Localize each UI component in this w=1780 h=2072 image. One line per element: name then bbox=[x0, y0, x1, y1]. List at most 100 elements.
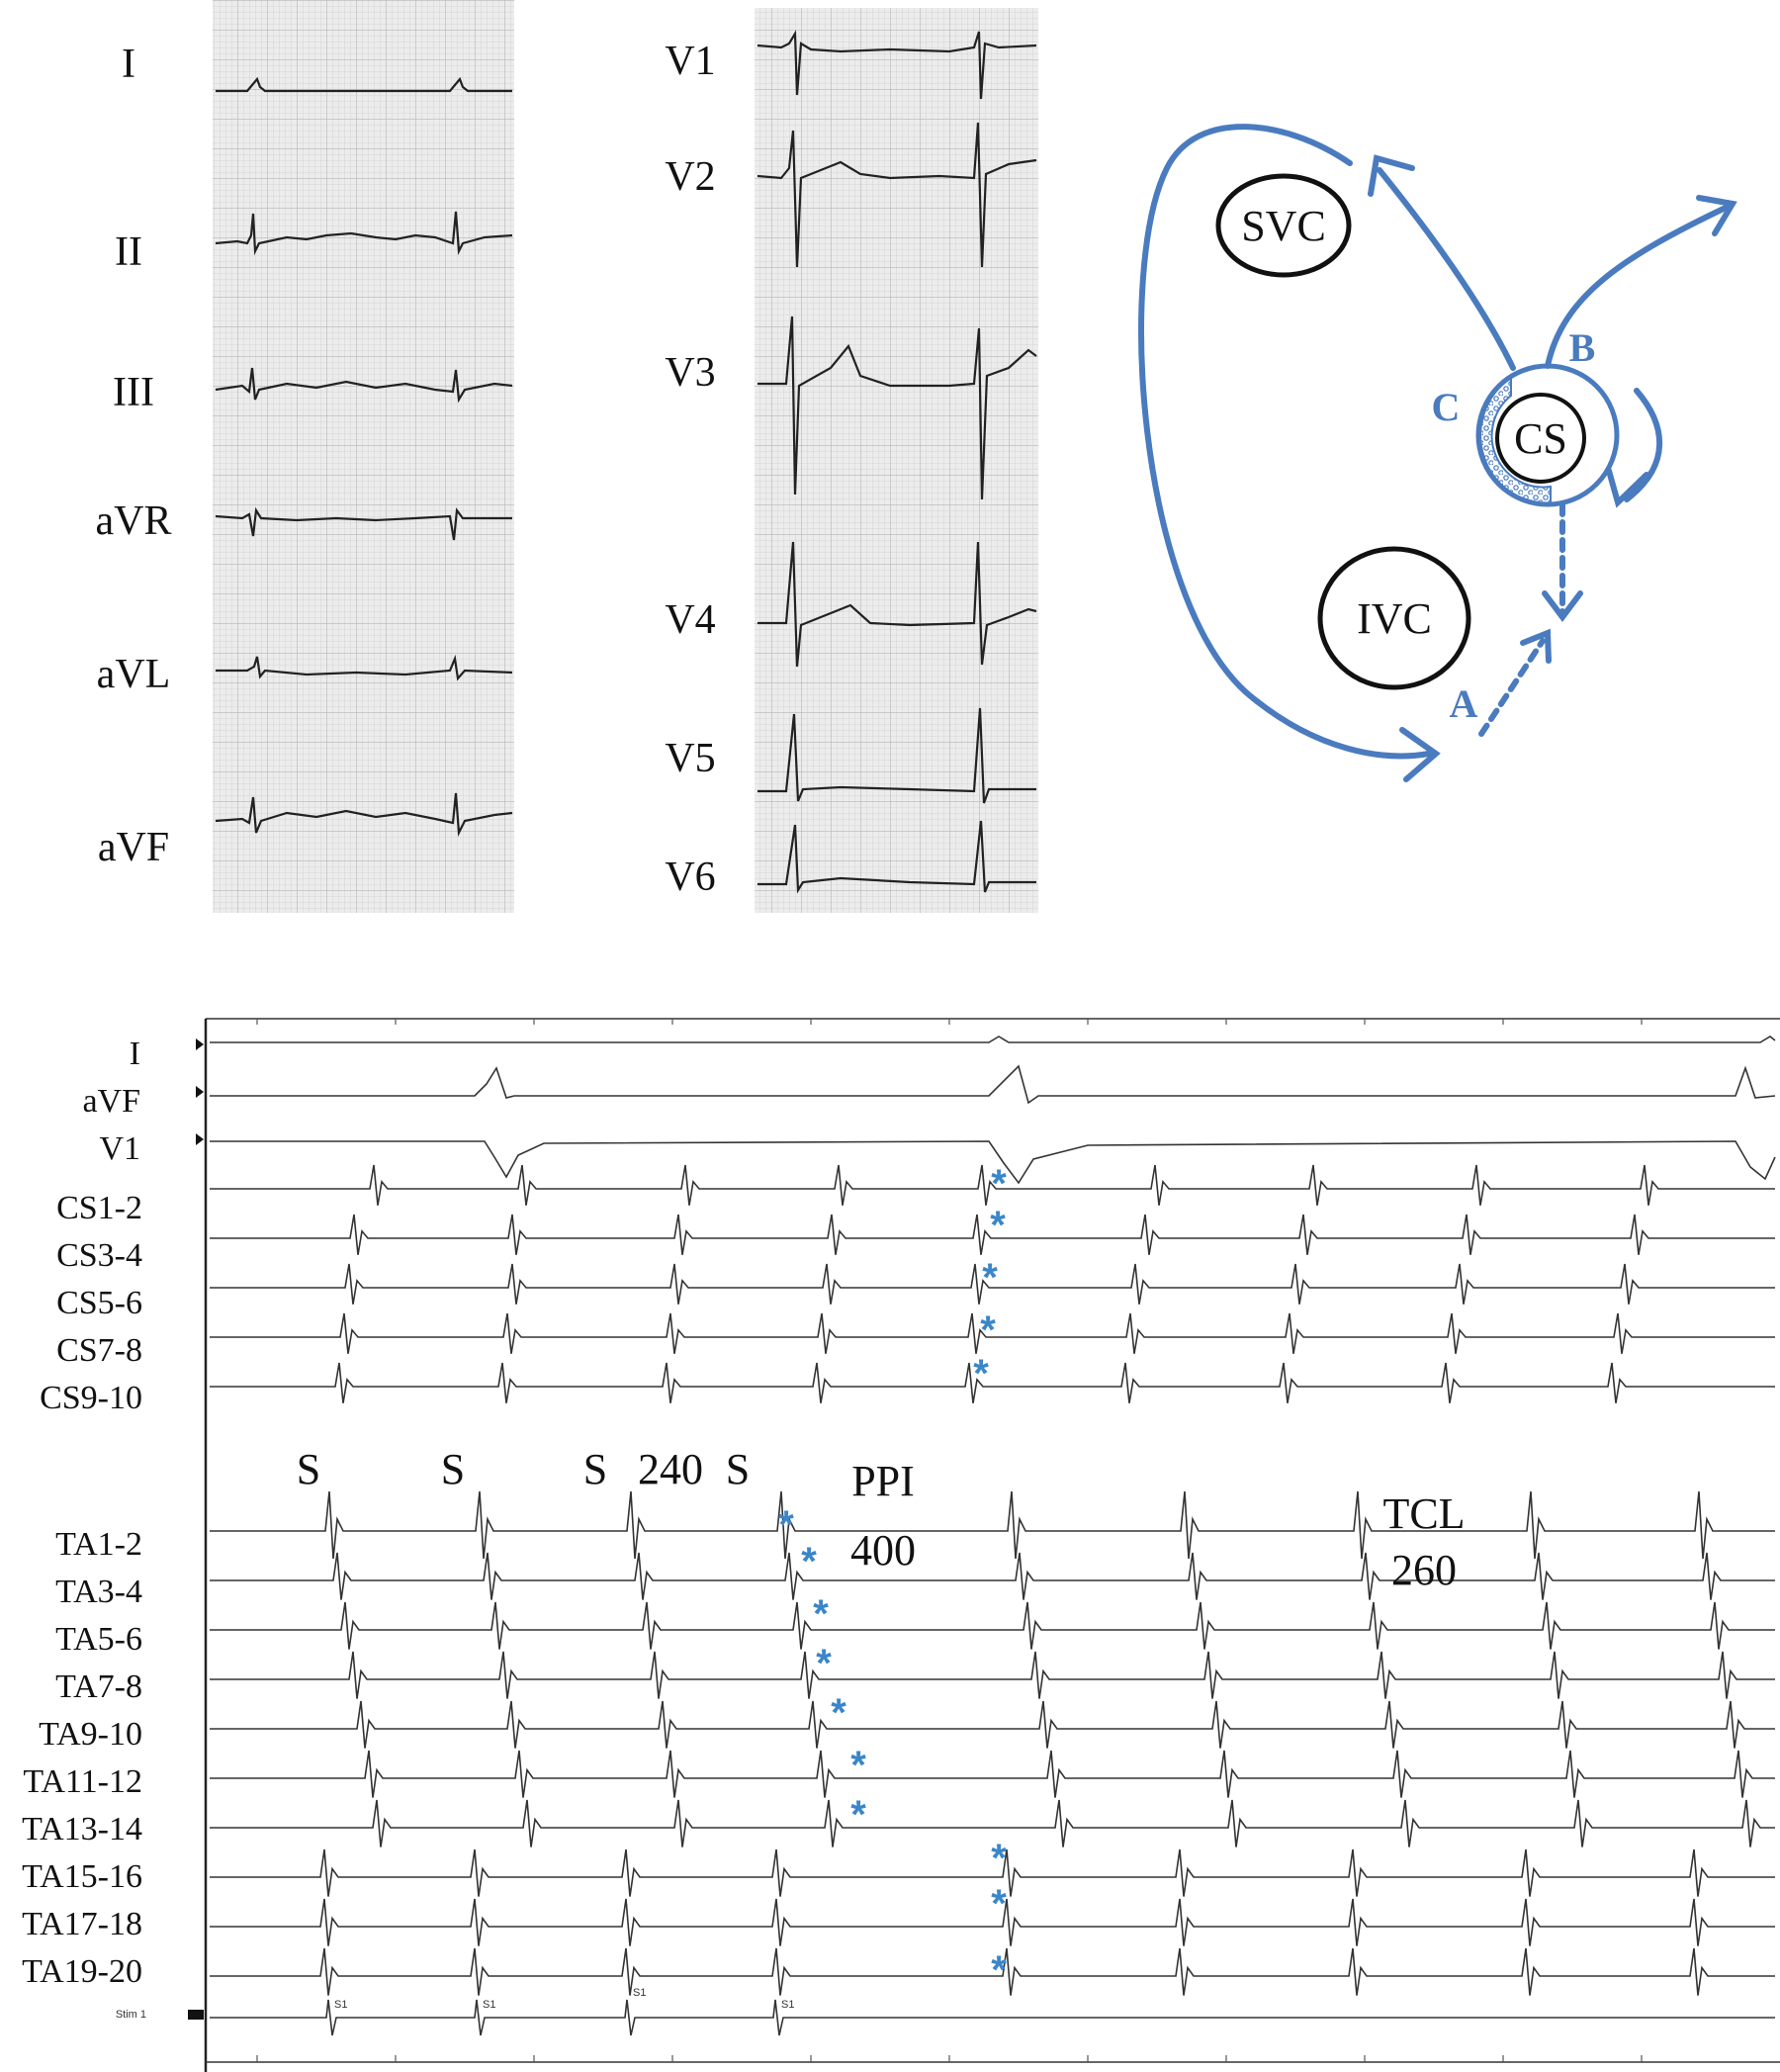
activation-diagram: SVC IVC CS A B bbox=[1138, 124, 1737, 782]
egm-panel: I aVF V1 CS1-2 CS3-4 CS5-6 CS7-8 CS9-10 … bbox=[22, 1018, 1780, 2072]
egm-label-cs5-6: CS5-6 bbox=[56, 1285, 142, 1321]
cs-curved-arrowhead bbox=[1606, 468, 1649, 508]
path-label-a: A bbox=[1450, 681, 1478, 726]
asterisk-ta11-12: * bbox=[850, 1744, 866, 1787]
ivc-label: IVC bbox=[1357, 594, 1432, 643]
cs-dotted-arrowhead bbox=[1542, 590, 1583, 622]
ppi-value: 400 bbox=[850, 1526, 916, 1575]
egm-label-ta11-12: TA11-12 bbox=[23, 1763, 142, 1800]
trace-V1 bbox=[756, 30, 1037, 100]
trace-III bbox=[215, 367, 513, 404]
lead-label-I: I bbox=[122, 42, 135, 87]
coupling-interval: 240 bbox=[638, 1445, 703, 1493]
pacing-mark-s4: S bbox=[726, 1445, 750, 1493]
egm-label-stim: Stim 1 bbox=[116, 2009, 146, 2021]
asterisk-ta15-16: * bbox=[991, 1837, 1007, 1880]
cs-hatched-region bbox=[1479, 376, 1552, 506]
cs-inner-circle bbox=[1495, 393, 1586, 484]
lead-label-V4: V4 bbox=[665, 597, 715, 643]
lead-label-aVL: aVL bbox=[97, 652, 171, 697]
stim-label-2: S1 bbox=[483, 1999, 495, 2011]
time-ticks bbox=[256, 1019, 1643, 2062]
trace-V2 bbox=[756, 122, 1037, 268]
cs-label: CS bbox=[1514, 414, 1567, 463]
stim-label-1: S1 bbox=[334, 1999, 347, 2011]
trace-aVL bbox=[216, 654, 513, 681]
path-label-b: B bbox=[1569, 325, 1596, 370]
egm-trace-aVF bbox=[210, 1064, 1776, 1105]
egm-label-V1: V1 bbox=[99, 1130, 140, 1167]
loop-arrow bbox=[1138, 124, 1432, 760]
asterisk-ta9-10: * bbox=[831, 1691, 846, 1735]
lead-label-V6: V6 bbox=[665, 855, 715, 900]
lead-label-III: III bbox=[113, 370, 154, 415]
path-label-c: C bbox=[1432, 385, 1461, 429]
lead-label-aVR: aVR bbox=[96, 498, 172, 544]
tcl-value: 260 bbox=[1391, 1546, 1457, 1594]
trace-V6 bbox=[757, 820, 1036, 894]
egm-label-ta5-6: TA5-6 bbox=[55, 1621, 142, 1658]
path-a-dotted bbox=[1478, 638, 1546, 737]
egm-trace-ta13-14 bbox=[210, 1799, 1775, 1847]
egm-trace-ta11-12 bbox=[210, 1750, 1775, 1798]
egm-label-cs3-4: CS3-4 bbox=[56, 1237, 142, 1274]
egm-label-ta15-16: TA15-16 bbox=[22, 1858, 142, 1895]
path-b-arrowhead bbox=[1696, 195, 1737, 236]
asterisk-ta17-18: * bbox=[991, 1882, 1007, 1926]
asterisk-ta1-2: * bbox=[778, 1503, 794, 1547]
asterisk-ta19-20: * bbox=[991, 1948, 1007, 1992]
egm-trace-ta19-20 bbox=[210, 1947, 1775, 1996]
lead-label-V1: V1 bbox=[665, 39, 715, 84]
egm-trace-ta3-4 bbox=[210, 1552, 1775, 1600]
asterisk-ta5-6: * bbox=[813, 1592, 829, 1636]
lead-label-II: II bbox=[115, 229, 142, 275]
egm-trace-cs5-6 bbox=[210, 1263, 1775, 1305]
pacing-mark-s1: S bbox=[297, 1445, 320, 1493]
egm-trace-V1 bbox=[210, 1140, 1776, 1185]
egm-trace-ta1-2 bbox=[210, 1490, 1775, 1560]
asterisk-cs3-4: * bbox=[990, 1204, 1006, 1247]
asterisk-ta3-4: * bbox=[801, 1540, 817, 1583]
pacing-mark-s2: S bbox=[441, 1445, 465, 1493]
lead-label-aVF: aVF bbox=[98, 825, 169, 870]
stim-label-3: S1 bbox=[633, 1987, 646, 1999]
asterisk-ta7-8: * bbox=[816, 1642, 832, 1685]
egm-label-ta17-18: TA17-18 bbox=[22, 1906, 142, 1942]
asterisk-cs7-8: * bbox=[980, 1308, 996, 1352]
egm-trace-ta5-6 bbox=[210, 1601, 1775, 1650]
egm-trace-ta9-10 bbox=[210, 1700, 1775, 1749]
ppi-label: PPI bbox=[851, 1457, 915, 1505]
path-a-arrowhead bbox=[1520, 628, 1552, 664]
ecg-limb-panel: I II III aVR aVL aVF bbox=[96, 0, 514, 913]
egm-label-I: I bbox=[130, 1036, 140, 1072]
egm-label-ta19-20: TA19-20 bbox=[22, 1953, 142, 1990]
tcl-label: TCL bbox=[1382, 1489, 1465, 1538]
pacing-mark-s3: S bbox=[583, 1445, 607, 1493]
egm-label-cs1-2: CS1-2 bbox=[56, 1190, 142, 1226]
cs-curved-arrow bbox=[1624, 388, 1663, 502]
egm-trace-stim bbox=[210, 1999, 1775, 2036]
loop-arrowhead bbox=[1399, 727, 1441, 782]
egm-trace-ta7-8 bbox=[210, 1651, 1775, 1699]
path-c-arrowhead bbox=[1368, 154, 1415, 197]
svc-label: SVC bbox=[1241, 202, 1326, 250]
egm-label-cs7-8: CS7-8 bbox=[56, 1332, 142, 1369]
egm-traces bbox=[210, 1036, 1776, 2036]
egm-label-cs9-10: CS9-10 bbox=[40, 1380, 142, 1416]
egm-label-ta13-14: TA13-14 bbox=[22, 1811, 142, 1847]
lead-label-V5: V5 bbox=[665, 736, 715, 781]
activation-asterisks: * * * * * * * * * * * * * * * bbox=[778, 1162, 1007, 1992]
stim-label-4: S1 bbox=[781, 1999, 794, 2011]
lead-label-V2: V2 bbox=[665, 154, 715, 200]
egm-label-ta1-2: TA1-2 bbox=[55, 1526, 142, 1563]
ecg-precordial-panel: V1 V2 V3 V4 V5 V6 bbox=[665, 8, 1038, 913]
egm-trace-cs9-10 bbox=[210, 1362, 1775, 1403]
egm-label-aVF: aVF bbox=[82, 1083, 140, 1120]
asterisk-cs1-2: * bbox=[991, 1162, 1007, 1206]
channel-markers bbox=[188, 1038, 204, 2020]
egm-trace-I bbox=[210, 1036, 1776, 1043]
trace-I bbox=[216, 76, 512, 93]
lead-label-V3: V3 bbox=[665, 350, 715, 396]
trace-II bbox=[215, 211, 513, 256]
